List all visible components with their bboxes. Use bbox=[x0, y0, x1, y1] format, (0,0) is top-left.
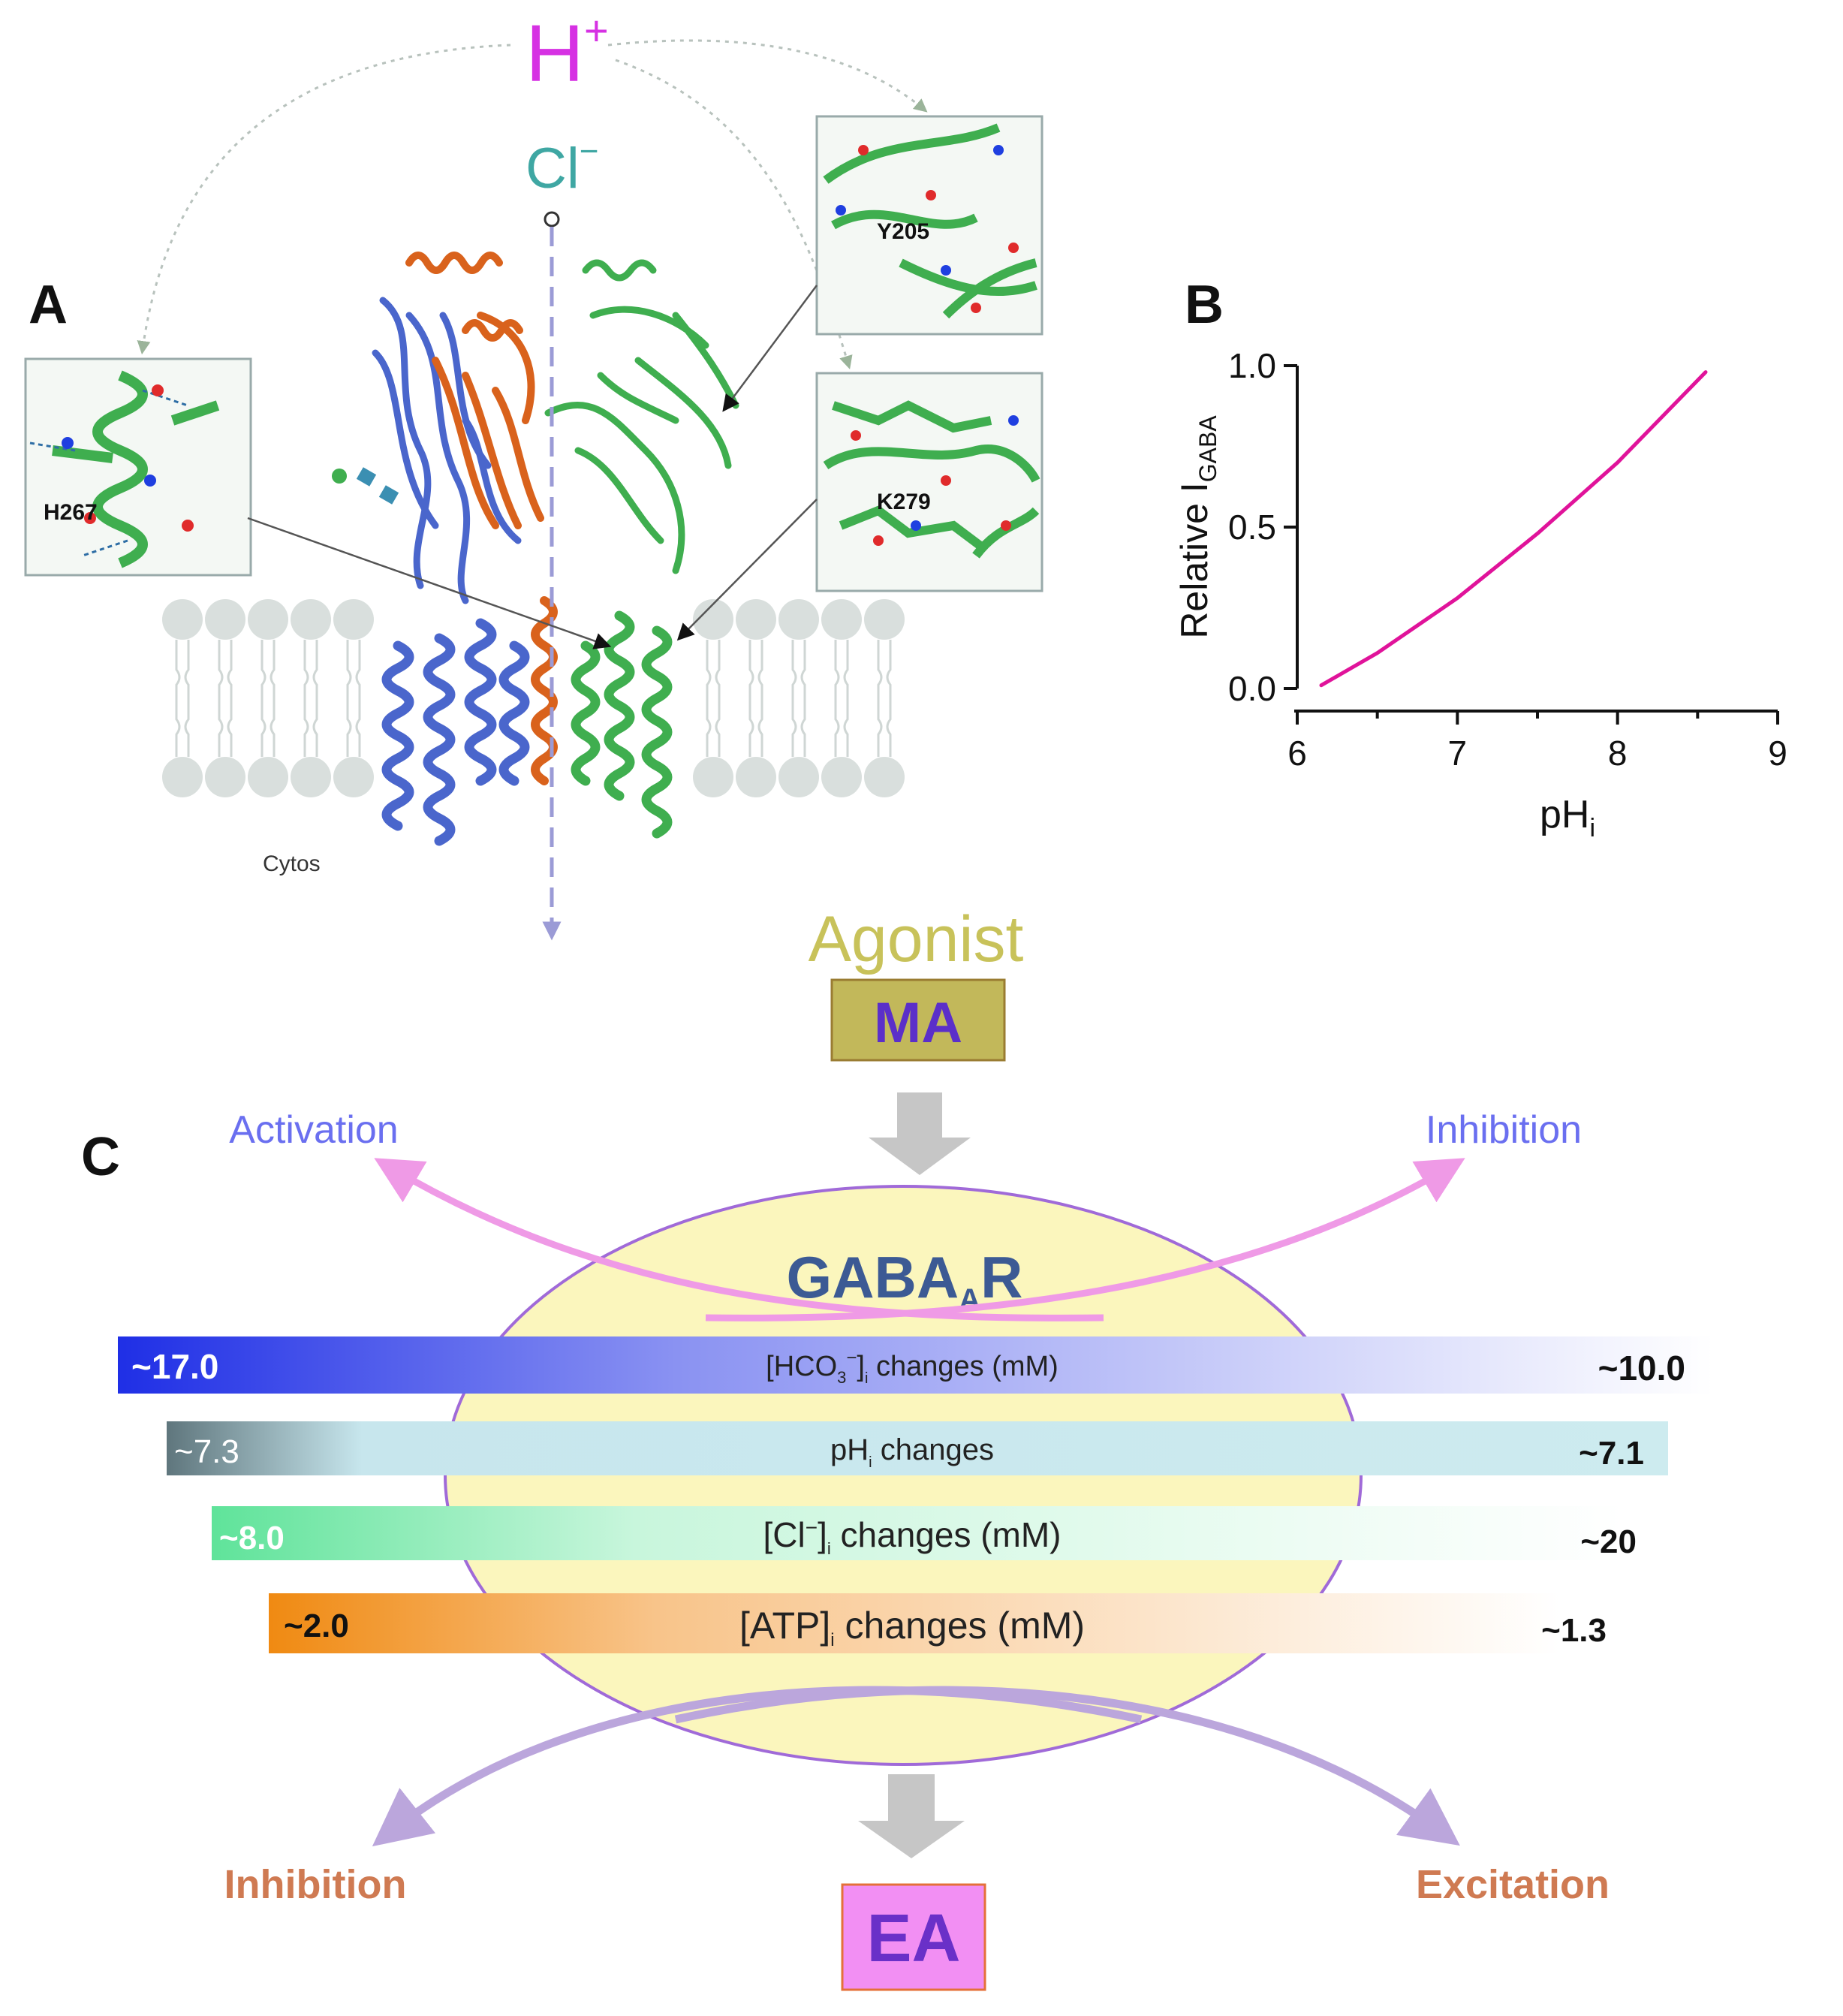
residue-inset-y205: Y205 bbox=[815, 115, 1043, 336]
violet-curve-arrows bbox=[372, 1686, 1460, 1847]
bar-ph-left: ~7.3 bbox=[174, 1433, 239, 1470]
bar-cl-left: ~8.0 bbox=[219, 1520, 285, 1556]
panel-b-letter: B bbox=[1185, 275, 1224, 335]
bar-atp-right: ~1.3 bbox=[1541, 1612, 1607, 1649]
y-tick-label-0.0: 0.0 bbox=[1228, 669, 1276, 708]
x-tick-label-9: 9 bbox=[1768, 734, 1787, 773]
proton-label: H+ bbox=[525, 7, 609, 98]
ma-label: MA bbox=[874, 991, 962, 1055]
concentration-bars bbox=[118, 1336, 1713, 1653]
y-axis-label: Relative IGABA bbox=[1173, 415, 1221, 639]
residue-inset-h267: H267 bbox=[24, 357, 252, 577]
membrane-bilayer bbox=[162, 599, 905, 797]
gray-block-arrow-top bbox=[869, 1092, 971, 1175]
bar-atp bbox=[269, 1593, 1560, 1653]
bar-hco3-left: ~17.0 bbox=[131, 1347, 218, 1386]
bar-atp-left: ~2.0 bbox=[284, 1608, 349, 1644]
panel-c-letter: C bbox=[81, 1127, 120, 1187]
pore-arrow bbox=[542, 211, 562, 941]
bar-atp-label: [ATP]i changes (mM) bbox=[739, 1605, 1085, 1650]
residue-label-k279: K279 bbox=[877, 490, 931, 514]
panel-a-letter: A bbox=[29, 275, 68, 335]
y-tick-label-0.5: 0.5 bbox=[1228, 508, 1276, 547]
cytosol-label: Cytos bbox=[263, 851, 321, 876]
agonist-label: Agonist bbox=[809, 903, 1024, 975]
x-axis-label: pHi bbox=[1540, 793, 1595, 842]
bar-cl bbox=[212, 1506, 1623, 1560]
bar-cl-label: [Cl−]i changes (mM) bbox=[763, 1515, 1061, 1558]
residue-label-y205: Y205 bbox=[877, 219, 929, 244]
ea-box bbox=[841, 1883, 986, 1991]
y-tick-label-1.0: 1.0 bbox=[1228, 346, 1276, 385]
ph-current-chart: 0.0 0.5 1.0 6 7 8 9 pHi Relative IGABA bbox=[1173, 346, 1787, 842]
inhibition-label-top: Inhibition bbox=[1426, 1108, 1582, 1152]
x-tick-label-8: 8 bbox=[1608, 734, 1628, 773]
bar-ph bbox=[167, 1421, 1668, 1475]
ea-label: EA bbox=[866, 1901, 960, 1976]
bar-hco3 bbox=[118, 1336, 1713, 1394]
receptor-structure bbox=[332, 252, 739, 846]
bar-ph-right: ~7.1 bbox=[1579, 1435, 1644, 1472]
bar-cl-right: ~20 bbox=[1580, 1523, 1637, 1560]
bar-ph-label: pHi changes bbox=[830, 1433, 994, 1471]
bar-hco3-label: [HCO3−]i changes (mM) bbox=[766, 1348, 1059, 1387]
x-tick-label-6: 6 bbox=[1287, 734, 1307, 773]
inset-pointers bbox=[247, 285, 818, 649]
pink-curve-arrows bbox=[374, 1158, 1465, 1321]
chloride-label: Cl− bbox=[525, 133, 598, 200]
ma-box bbox=[830, 978, 1006, 1062]
activation-label: Activation bbox=[229, 1108, 398, 1152]
inhibition-label-bottom: Inhibition bbox=[224, 1862, 407, 1907]
bar-hco3-right: ~10.0 bbox=[1598, 1349, 1685, 1388]
x-tick-label-7: 7 bbox=[1448, 734, 1468, 773]
gray-block-arrow-bottom bbox=[858, 1774, 965, 1858]
excitation-label: Excitation bbox=[1416, 1862, 1610, 1907]
gabaar-label: GABAAR bbox=[787, 1244, 1023, 1316]
residue-inset-k279: K279 bbox=[815, 372, 1043, 592]
series-line-0 bbox=[1319, 370, 1708, 688]
residue-label-h267: H267 bbox=[44, 500, 98, 525]
